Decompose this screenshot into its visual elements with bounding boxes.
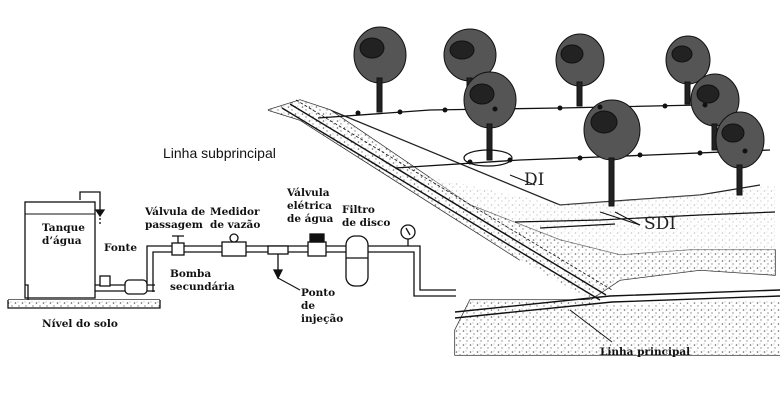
- secondary-pump: [124, 279, 148, 295]
- tree-5: [463, 71, 517, 161]
- label-secondary-pump-line1: Bomba: [170, 268, 212, 280]
- main-pipe: [454, 289, 781, 319]
- lateral-lines-sdi: [514, 211, 776, 229]
- ground-hatch: [7, 300, 161, 309]
- label-flow-meter-line1: Medidor: [210, 206, 260, 218]
- emitters: [355, 102, 748, 165]
- tree-3: [555, 33, 605, 107]
- pointer-lines: [509, 174, 641, 343]
- label-secondary-pump-line2: secundária: [170, 281, 235, 293]
- electric-valve: [307, 241, 327, 257]
- injection-point: [267, 245, 289, 255]
- label-disc-filter: Filtro de disco: [342, 204, 390, 230]
- gate-valve: [171, 242, 185, 256]
- label-disc-filter-line1: Filtro: [342, 204, 375, 216]
- injection-arrow: [277, 277, 301, 291]
- tree-6: [583, 99, 641, 207]
- label-injection-point-line3: injeção: [301, 313, 344, 325]
- label-flow-meter-line2: de vazão: [210, 219, 261, 231]
- soil-texture-upper: [420, 175, 775, 255]
- label-electric-valve-line3: de água: [287, 213, 334, 225]
- label-electric-valve: Válvula elétrica de água: [287, 187, 333, 226]
- trees: [353, 26, 765, 207]
- flow-meter: [221, 241, 247, 257]
- label-flow-meter: Medidor de vazão: [210, 206, 260, 232]
- tree-8: [715, 111, 765, 196]
- label-sdi: SDI: [644, 214, 676, 234]
- label-gate-valve-line2: passagem: [145, 219, 203, 231]
- label-gate-valve-line1: Válvula de: [145, 206, 206, 218]
- label-electric-valve-line2: elétrica: [287, 200, 332, 212]
- label-electric-valve-line1: Válvula: [287, 187, 330, 199]
- tree-4: [665, 35, 711, 105]
- label-disc-filter-line2: de disco: [342, 217, 391, 229]
- wetting-pattern: [463, 149, 513, 167]
- label-source: Fonte: [104, 242, 138, 254]
- label-injection-point-line2: de: [301, 300, 316, 312]
- submain-pipe: [281, 99, 613, 301]
- disc-filter: [345, 235, 369, 287]
- label-main-line: Linha principal: [600, 346, 691, 358]
- label-submain-line: Linha subprincipal: [163, 145, 276, 161]
- label-water-tank-line1: Tanque: [42, 222, 85, 234]
- soil-texture: [268, 100, 780, 355]
- label-gate-valve: Válvula de passagem: [145, 206, 205, 232]
- label-injection-point-line1: Ponto: [301, 287, 336, 299]
- tree-7: [690, 73, 740, 151]
- label-ground-level: Nível do solo: [42, 318, 118, 330]
- water-tank: [24, 201, 96, 299]
- label-secondary-pump: Bomba secundária: [170, 268, 235, 294]
- label-di: DI: [524, 170, 545, 190]
- supply-system: [7, 191, 456, 309]
- label-injection-point: Ponto de injeção: [301, 287, 343, 326]
- tree-1: [353, 26, 407, 113]
- label-water-tank: Tanque d’água: [42, 222, 85, 248]
- label-water-tank-line2: d’água: [42, 235, 82, 247]
